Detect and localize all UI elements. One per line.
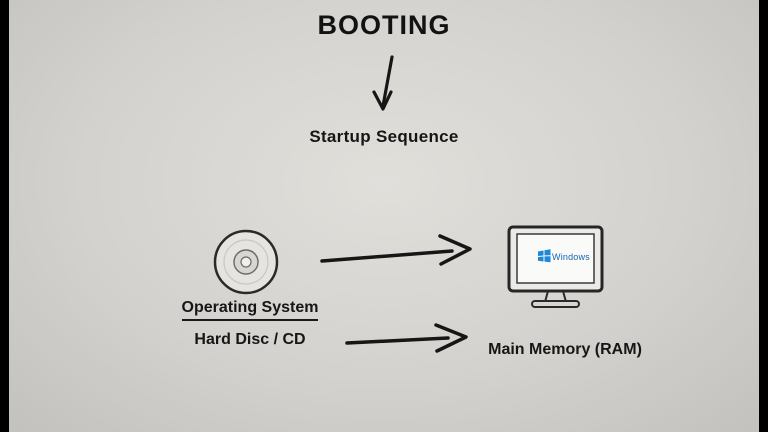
operating-system-label: Operating System [181,299,319,321]
operating-system-label-wrap: Operating System [180,299,320,321]
down-arrow-icon [372,55,394,111]
main-memory-label: Main Memory (RAM) [488,341,642,358]
monitor-icon [507,225,604,308]
startup-sequence-label: Startup Sequence [309,127,459,146]
cd-icon [213,229,279,295]
windows-os-label: Windows [552,252,590,262]
left-letterbox-bar [0,0,9,432]
hard-disc-cd-label: Hard Disc / CD [194,331,306,348]
windows-flag-icon [538,249,551,263]
right-letterbox-bar [759,0,768,432]
right-arrow-memory-icon [345,323,468,353]
right-arrow-os-icon [320,234,472,266]
page-title: BOOTING [317,10,451,40]
